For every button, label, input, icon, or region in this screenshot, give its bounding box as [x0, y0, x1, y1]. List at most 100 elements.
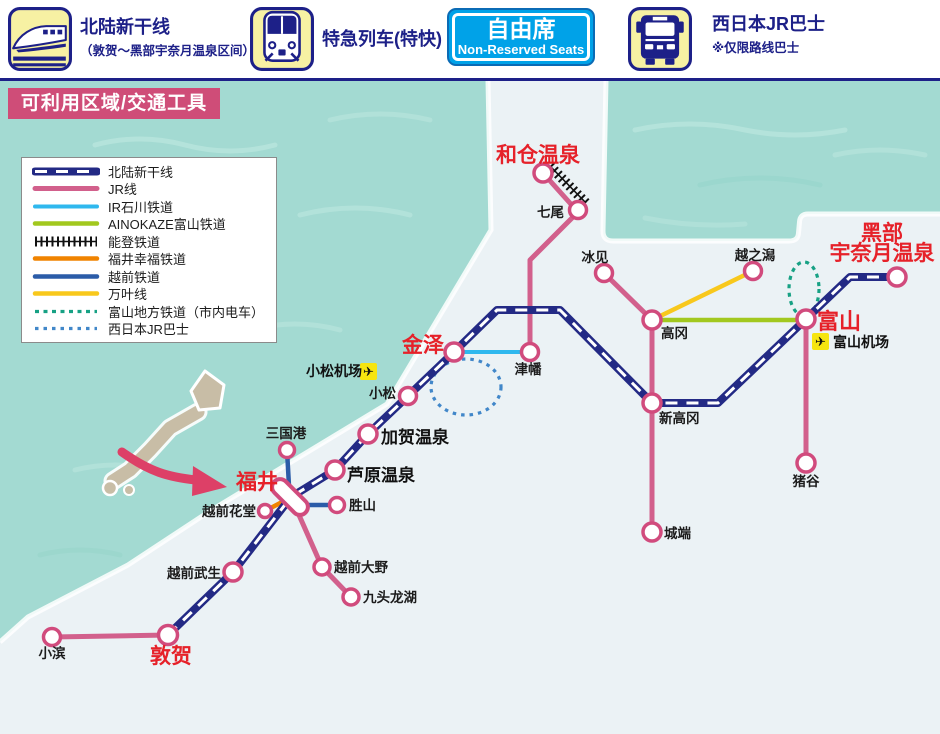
- shinkansen-sublabel: （敦贺～黑部宇奈月温泉区间）: [80, 44, 256, 58]
- station-labels: 和仓温泉七尾冰见越之潟高冈富山黑部宇奈月温泉新高冈城端猪谷金泽津幡小松加贺温泉芦…: [39, 143, 936, 668]
- header-divider: [0, 78, 940, 81]
- legend-item-fukui_happy: 福井幸福铁道: [32, 252, 272, 268]
- legend-item-shinkansen: 北陆新干线: [32, 165, 272, 180]
- komatsu-airport: ✈小松机场: [306, 363, 377, 380]
- legend-label-echizen: 越前铁道: [108, 269, 161, 285]
- legend-item-jrbus: 西日本JR巴士: [32, 321, 272, 337]
- legend-item-ir: IR石川铁道: [32, 199, 272, 215]
- svg-text:✈: ✈: [815, 334, 826, 349]
- station-tsubata: [519, 341, 541, 363]
- station-label2-kurobe-unazuki-onsen: 宇奈月温泉: [830, 241, 936, 265]
- station-tsuruga: [156, 623, 180, 647]
- legend-sample-manyo: [32, 291, 100, 296]
- legend-sample-shinkansen: [32, 167, 100, 176]
- legend-label-ir: IR石川铁道: [108, 199, 174, 215]
- legend-sample-ainokaze: [32, 221, 100, 227]
- komatsu-airport-label: 小松机场: [306, 363, 362, 379]
- station-label-toyama: 富山: [817, 309, 861, 334]
- station-label-kuzuryuko: 九头龙湖: [362, 589, 417, 605]
- station-kuzuryuko: [341, 587, 361, 607]
- legend-item-tram: 富山地方铁道（市内电车）: [32, 304, 272, 320]
- station-label-kaga-onsen: 加贺温泉: [380, 427, 450, 447]
- legend-label-jrbus: 西日本JR巴士: [108, 321, 189, 337]
- line-jr-himi: [601, 270, 655, 323]
- station-label-johana: 城端: [664, 525, 692, 541]
- legend-sample-ir: [33, 204, 99, 209]
- japan-inset: [101, 369, 226, 497]
- airplane-icon: [360, 363, 377, 380]
- station-label-nanao: 七尾: [537, 205, 565, 220]
- legend-label-ainokaze: AINOKAZE富山铁道: [108, 217, 226, 233]
- header-bar: 北陆新干线 （敦贺～黑部宇奈月温泉区间） 特急列车(特快) 自由席 Non-Re…: [0, 0, 940, 78]
- shinkansen-icon: [8, 7, 72, 71]
- station-wakura-onsen: [532, 162, 554, 184]
- legend-item-jr: JR线: [32, 182, 272, 198]
- coastline-west: [0, 79, 494, 644]
- station-inotani: [795, 452, 817, 474]
- legend-label-fukui_happy: 福井幸福铁道: [108, 252, 187, 268]
- toyama-airport-label: 富山机场: [833, 334, 889, 350]
- station-label-awara-onsen: 芦原温泉: [347, 465, 416, 485]
- legend-label-tram: 富山地方铁道（市内电车）: [108, 304, 265, 320]
- station-kanazawa: [443, 341, 465, 363]
- line-manyo: [649, 268, 756, 323]
- airplane-icon: [812, 333, 829, 350]
- legend-sample-echizen: [32, 273, 100, 279]
- badge-inner: 自由席 Non-Reserved Seats: [452, 13, 590, 61]
- badge-subtitle: Non-Reserved Seats: [457, 42, 585, 57]
- coastline-east: [600, 79, 940, 244]
- station-katsuyama: [327, 495, 347, 515]
- station-label-koshinokata: 越之潟: [734, 247, 776, 263]
- station-label-komatsu: 小松: [369, 385, 396, 401]
- legend-label-manyo: 万叶线: [108, 287, 148, 303]
- station-label-mikuni-minato: 三国港: [266, 425, 307, 441]
- station-label-shin-takaoka: 新高冈: [659, 410, 700, 426]
- station-koshinokata: [742, 260, 764, 282]
- station-toyama: [795, 308, 817, 330]
- station-shin-takaoka: [641, 392, 663, 414]
- legend-item-ainokaze: AINOKAZE富山铁道: [32, 217, 272, 233]
- station-nanao: [567, 199, 589, 221]
- station-fukui: [270, 477, 310, 517]
- station-label-takaoka: 高冈: [661, 325, 688, 341]
- legend-label-noto: 能登铁道: [108, 234, 161, 250]
- station-himi: [593, 262, 615, 284]
- jr-bus-icon: [628, 7, 692, 71]
- station-johana: [641, 521, 663, 543]
- loop-toyama-tram-loop: [787, 260, 821, 318]
- station-label-obama: 小滨: [39, 645, 66, 661]
- station-label-echizen-ono: 越前大野: [333, 559, 388, 575]
- legend-sample-tram: [35, 309, 97, 313]
- legend-item-manyo: 万叶线: [32, 287, 272, 303]
- station-kaga-onsen: [357, 423, 379, 445]
- station-label-wakura-onsen: 和仓温泉: [496, 143, 581, 167]
- station-mikuni-minato: [277, 440, 297, 460]
- legend-item-echizen: 越前铁道: [32, 269, 272, 285]
- station-label-echizen-hanando: 越前花堂: [201, 503, 256, 519]
- locator-arrow-icon: [117, 447, 227, 496]
- line-noto-railway: [546, 162, 590, 207]
- legend-label-jr: JR线: [108, 182, 137, 198]
- station-label-himi: 冰见: [582, 249, 610, 265]
- station-kurobe-unazuki-onsen: [886, 266, 908, 288]
- badge-title: 自由席: [486, 16, 556, 42]
- station-label-tsubata: 津幡: [515, 361, 543, 377]
- station-obama: [41, 626, 63, 648]
- station-label-katsuyama: 胜山: [349, 498, 376, 513]
- legend-sample-jr: [32, 186, 100, 192]
- station-label-echizen-takefu: 越前武生: [166, 565, 221, 581]
- stations: [41, 162, 908, 648]
- station-echizen-ono: [312, 557, 332, 577]
- jr-bus-label: 西日本JR巴士: [712, 14, 826, 34]
- station-label-tsuruga: 敦贺: [150, 644, 192, 668]
- legend-item-noto: 能登铁道: [32, 234, 272, 250]
- legend-sample-jrbus: [35, 326, 97, 331]
- loop-jr-bus-loop: [429, 357, 503, 417]
- station-komatsu: [397, 385, 419, 407]
- shinkansen-label: 北陆新干线: [80, 17, 170, 37]
- svg-text:✈: ✈: [363, 364, 374, 379]
- non-reserved-seats-badge: 自由席 Non-Reserved Seats: [447, 8, 595, 66]
